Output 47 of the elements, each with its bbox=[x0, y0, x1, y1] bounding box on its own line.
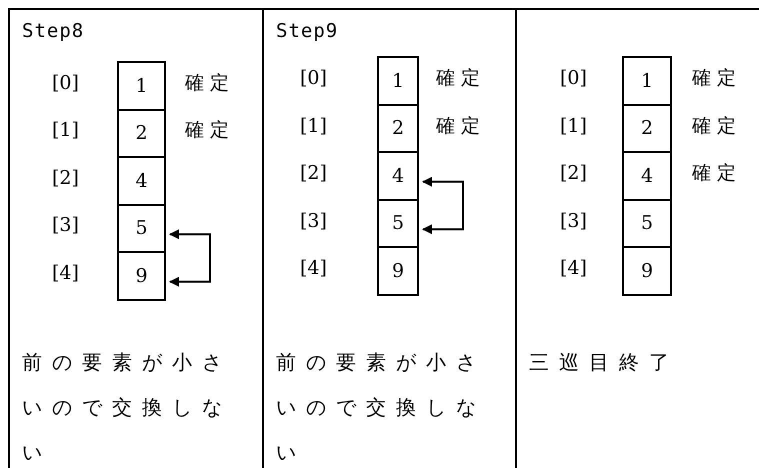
step-title: Step9 bbox=[276, 20, 338, 42]
array-cell: 1 bbox=[377, 56, 419, 106]
array-cell: 1 bbox=[117, 61, 166, 110]
array-cell: 5 bbox=[117, 204, 166, 253]
table-panel bbox=[262, 8, 515, 468]
index-label: [2] bbox=[560, 162, 587, 184]
array-cell: 2 bbox=[622, 104, 672, 153]
array-cell: 2 bbox=[117, 108, 166, 158]
status-label: 確定 bbox=[436, 66, 486, 91]
index-label: [3] bbox=[52, 214, 79, 236]
array-cell: 9 bbox=[622, 246, 672, 296]
array-cell: 4 bbox=[622, 151, 672, 200]
index-label: [2] bbox=[300, 162, 327, 184]
array-cell: 2 bbox=[377, 104, 419, 153]
status-label: 確定 bbox=[185, 118, 235, 143]
index-label: [4] bbox=[560, 257, 587, 279]
status-label: 確定 bbox=[692, 66, 742, 91]
note-text: 前の要素が小さいので交換しない bbox=[276, 349, 487, 466]
table-panel bbox=[8, 8, 262, 468]
note-text: 前の要素が小さいので交換しない bbox=[22, 349, 233, 466]
array-cell: 4 bbox=[377, 151, 419, 200]
index-label: [1] bbox=[52, 119, 79, 141]
array-cell: 5 bbox=[377, 198, 419, 248]
array-cell: 5 bbox=[622, 198, 672, 248]
index-label: [1] bbox=[300, 115, 327, 137]
index-label: [1] bbox=[560, 115, 587, 137]
array-cell: 9 bbox=[377, 246, 419, 296]
array-cell: 9 bbox=[117, 251, 166, 300]
table-panel bbox=[515, 8, 759, 468]
status-label: 確定 bbox=[436, 114, 486, 139]
index-label: [0] bbox=[300, 67, 327, 89]
index-label: [4] bbox=[52, 262, 79, 284]
swap-arrow bbox=[169, 229, 211, 287]
index-label: [2] bbox=[52, 167, 79, 189]
index-label: [0] bbox=[560, 67, 587, 89]
status-label: 確定 bbox=[692, 161, 742, 186]
index-label: [3] bbox=[300, 210, 327, 232]
swap-arrow bbox=[422, 176, 464, 234]
index-label: [0] bbox=[52, 72, 79, 94]
note-text: 三巡目終了 bbox=[529, 349, 680, 376]
array-cell: 4 bbox=[117, 156, 166, 206]
status-label: 確定 bbox=[692, 114, 742, 139]
index-label: [3] bbox=[560, 210, 587, 232]
status-label: 確定 bbox=[185, 71, 235, 96]
array-cell: 1 bbox=[622, 56, 672, 106]
index-label: [4] bbox=[300, 257, 327, 279]
step-title: Step8 bbox=[22, 20, 84, 42]
